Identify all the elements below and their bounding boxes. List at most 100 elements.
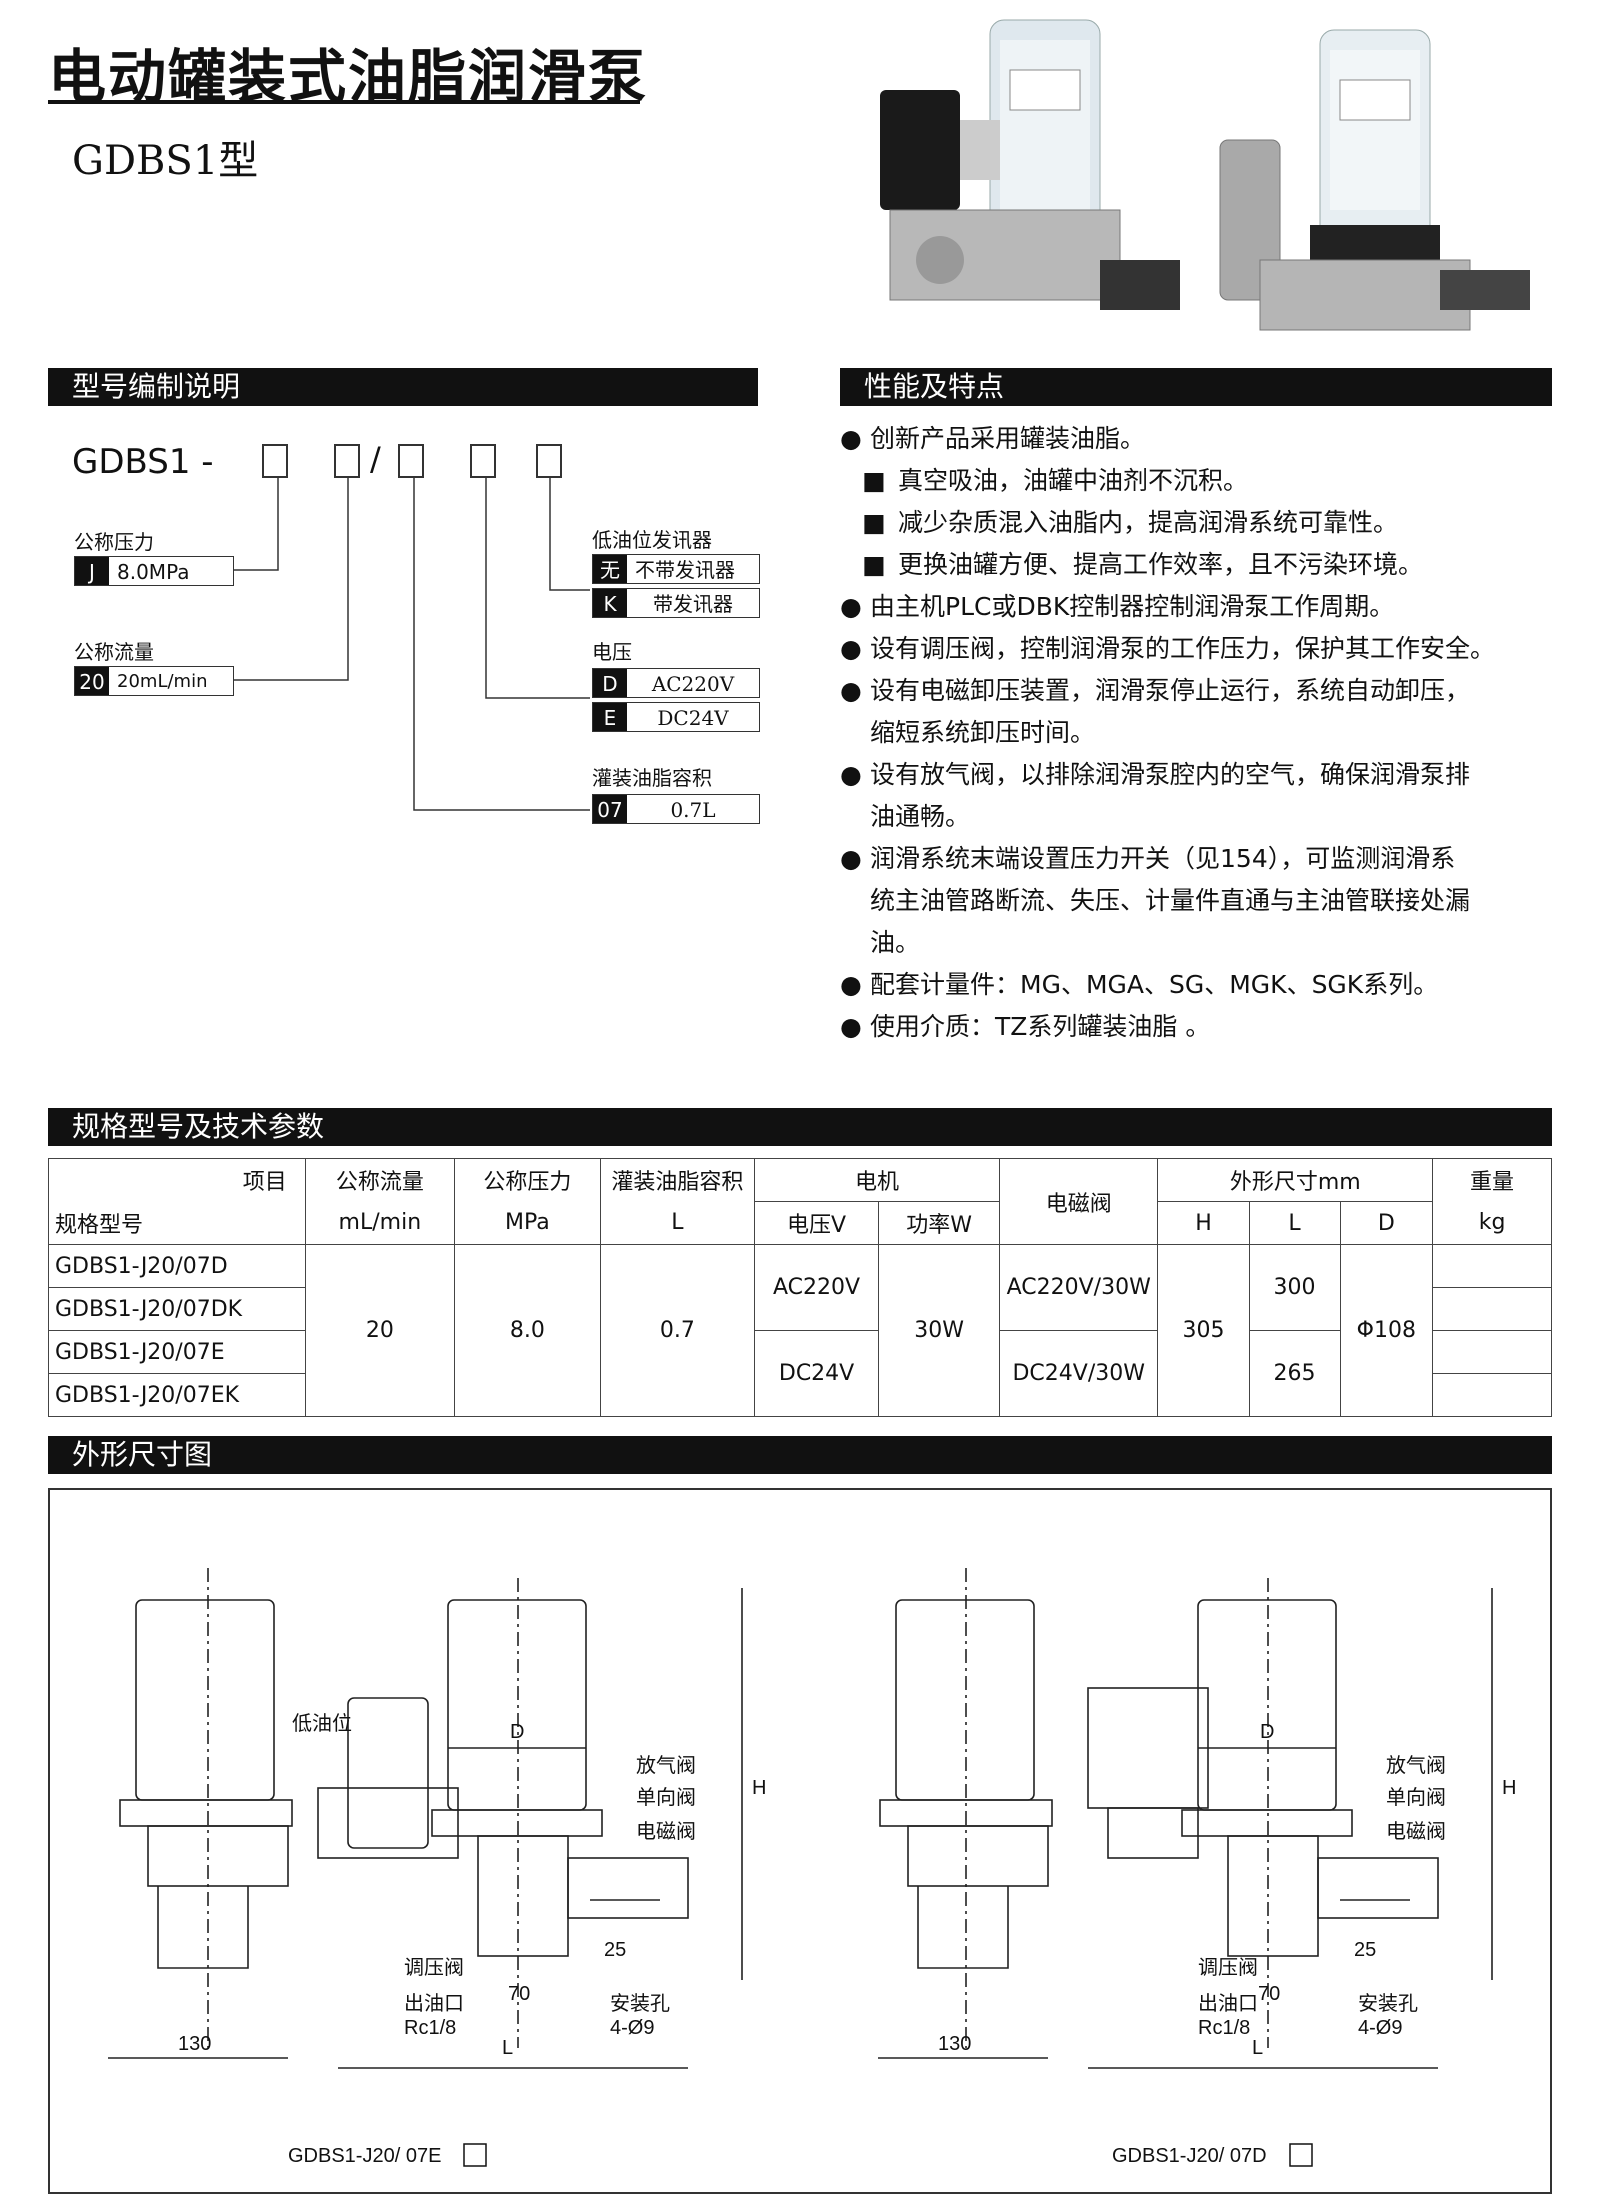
th-power: 功率W bbox=[878, 1201, 1000, 1245]
voltage-cell-dc: DC24V bbox=[753, 1330, 880, 1417]
th-flow-unit: mL/min bbox=[304, 1201, 455, 1245]
features-list: ●创新产品采用罐装油脂。 ■真空吸油，油罐中油剂不沉积。 ■减少杂质混入油脂内，… bbox=[840, 418, 1560, 1048]
low-oil-key-0: 无 bbox=[593, 555, 627, 583]
L-cell-1: 300 bbox=[1248, 1244, 1341, 1331]
th-model: 规格型号 bbox=[48, 1201, 306, 1245]
bullet-icon: ● bbox=[840, 634, 862, 663]
th-flow: 公称流量 bbox=[304, 1158, 455, 1202]
H-cell: 305 bbox=[1157, 1244, 1250, 1417]
th-volume-unit: L bbox=[599, 1201, 755, 1245]
valve-cell-ac: AC220V/30W bbox=[998, 1244, 1159, 1331]
flow-label: 公称流量 bbox=[74, 640, 154, 664]
feature-item: ■更换油罐方便、提高工作效率，且不污染环境。 bbox=[840, 544, 1560, 586]
label-L-left: L bbox=[502, 2037, 513, 2059]
section-bar-drawing: 外形尺寸图 bbox=[48, 1436, 1552, 1474]
label-mount-left: 安装孔 bbox=[610, 1992, 670, 2015]
square-icon: ■ bbox=[862, 508, 886, 537]
flow-cell: 20 bbox=[304, 1244, 455, 1417]
caption-right: GDBS1-J20/ 07D bbox=[1112, 2145, 1267, 2167]
feature-item: 统主油管路断流、失压、计量件直通与主油管联接处漏 bbox=[870, 886, 1471, 915]
th-H: H bbox=[1157, 1201, 1250, 1245]
flow-code-key: 20 bbox=[75, 667, 109, 695]
weight-cell bbox=[1432, 1287, 1552, 1331]
th-weight: 重量 bbox=[1432, 1158, 1552, 1202]
feature-item: ●创新产品采用罐装油脂。 bbox=[840, 418, 1560, 460]
table-row: GDBS1-J20/07E DC24V DC24V/30W 265 bbox=[48, 1330, 1552, 1417]
label-low-oil: 低油位 bbox=[292, 1712, 352, 1735]
label-outlet-size-left: Rc1/8 bbox=[404, 2017, 456, 2039]
flow-code: 20 20mL/min bbox=[74, 666, 234, 696]
volume-label: 灌装油脂容积 bbox=[592, 766, 712, 790]
section-bar-code: 型号编制说明 bbox=[48, 368, 758, 406]
spec-table: 项目 公称流量 公称压力 灌装油脂容积 电机 电磁阀 外形尺寸mm 重量 规格型… bbox=[48, 1158, 1552, 1417]
caption-box-left bbox=[463, 2143, 487, 2167]
label-25-right: 25 bbox=[1354, 1939, 1376, 1961]
valve-cell-dc: DC24V/30W bbox=[998, 1330, 1159, 1417]
section-bar-spec: 规格型号及技术参数 bbox=[48, 1108, 1552, 1146]
drawing-right bbox=[878, 1568, 1493, 2069]
label-relief-right: 调压阀 bbox=[1198, 1956, 1258, 1979]
low-oil-key-1: K bbox=[593, 589, 627, 617]
th-volume: 灌装油脂容积 bbox=[599, 1158, 755, 1202]
caption-left: GDBS1-J20/ 07E bbox=[288, 2145, 441, 2167]
weight-cell bbox=[1432, 1244, 1552, 1288]
section-bar-features: 性能及特点 bbox=[840, 368, 1552, 406]
code-box-low-oil bbox=[536, 444, 562, 478]
feature-item: ●配套计量件：MG、MGA、SG、MGK、SGK系列。 bbox=[840, 964, 1560, 1006]
label-check-right: 单向阀 bbox=[1386, 1786, 1446, 1809]
title-rule bbox=[48, 100, 640, 104]
caption-box-right bbox=[1289, 2143, 1313, 2167]
label-70-left: 70 bbox=[508, 1983, 530, 2005]
code-box-volume bbox=[398, 444, 424, 478]
bullet-icon: ● bbox=[840, 592, 862, 621]
weight-cell bbox=[1432, 1373, 1552, 1417]
feature-item: ●润滑系统末端设置压力开关（见154），可监测润滑系 bbox=[840, 838, 1560, 880]
table-row: GDBS1-J20/07DK bbox=[48, 1287, 1552, 1331]
low-oil-label: 低油位发讯器 bbox=[592, 528, 712, 552]
pressure-code-value: 8.0MPa bbox=[117, 560, 190, 584]
feature-item: ●设有电磁卸压装置，润滑泵停止运行，系统自动卸压， bbox=[840, 670, 1560, 712]
feature-item: 油。 bbox=[870, 928, 921, 957]
feature-item: ■减少杂质混入油脂内，提高润滑系统可靠性。 bbox=[840, 502, 1560, 544]
label-solenoid-left: 电磁阀 bbox=[636, 1820, 696, 1843]
volume-code-value: 0.7L bbox=[670, 798, 716, 822]
th-pressure: 公称压力 bbox=[453, 1158, 601, 1202]
model-cell: GDBS1-J20/07EK bbox=[48, 1373, 306, 1417]
th-voltage: 电压V bbox=[753, 1201, 880, 1245]
bullet-icon: ● bbox=[840, 844, 862, 873]
label-H-right: H bbox=[1502, 1777, 1516, 1799]
volume-code-key: 07 bbox=[593, 795, 627, 823]
drawing-left bbox=[108, 1568, 743, 2069]
volume-code: 07 0.7L bbox=[592, 794, 760, 824]
power-cell: 30W bbox=[878, 1244, 1000, 1417]
label-130-right: 130 bbox=[938, 2033, 971, 2055]
label-check-left: 单向阀 bbox=[636, 1786, 696, 1809]
label-130-left: 130 bbox=[178, 2033, 211, 2055]
low-oil-option-0: 无 不带发讯器 bbox=[592, 554, 760, 584]
feature-item: ●设有调压阀，控制润滑泵的工作压力，保护其工作安全。 bbox=[840, 628, 1560, 670]
label-solenoid-right: 电磁阀 bbox=[1386, 1820, 1446, 1843]
square-icon: ■ bbox=[862, 550, 886, 579]
label-vent-left: 放气阀 bbox=[636, 1754, 696, 1777]
voltage-key-0: D bbox=[593, 669, 627, 697]
feature-item: 油通畅。 bbox=[870, 802, 971, 831]
L-cell-2: 265 bbox=[1248, 1330, 1341, 1417]
voltage-label: 电压 bbox=[592, 640, 632, 664]
bullet-icon: ● bbox=[840, 676, 862, 705]
feature-item: ●设有放气阀，以排除润滑泵腔内的空气，确保润滑泵排 bbox=[840, 754, 1560, 796]
dimension-drawing-frame bbox=[48, 1488, 1552, 2194]
voltage-cell-ac: AC220V bbox=[753, 1244, 880, 1331]
code-box-flow bbox=[334, 444, 360, 478]
feature-item: ●由主机PLC或DBK控制器控制润滑泵工作周期。 bbox=[840, 586, 1560, 628]
low-oil-value-0: 不带发讯器 bbox=[635, 558, 735, 582]
model-code-prefix: GDBS1 - bbox=[72, 442, 214, 482]
weight-cell bbox=[1432, 1330, 1552, 1374]
bullet-icon: ● bbox=[840, 1012, 862, 1041]
feature-item: ●使用介质：TZ系列罐装油脂 。 bbox=[840, 1006, 1560, 1048]
feature-item: 缩短系统卸压时间。 bbox=[870, 718, 1096, 747]
low-oil-option-1: K 带发讯器 bbox=[592, 588, 760, 618]
label-D-right: D bbox=[1260, 1721, 1274, 1743]
dimension-drawings: 低油位 D H 放气阀 单向阀 电磁阀 调压阀 出油口 Rc1/8 安装孔 4-… bbox=[108, 1568, 1516, 2167]
voltage-option-0: D AC220V bbox=[592, 668, 760, 698]
bullet-icon: ● bbox=[840, 760, 862, 789]
